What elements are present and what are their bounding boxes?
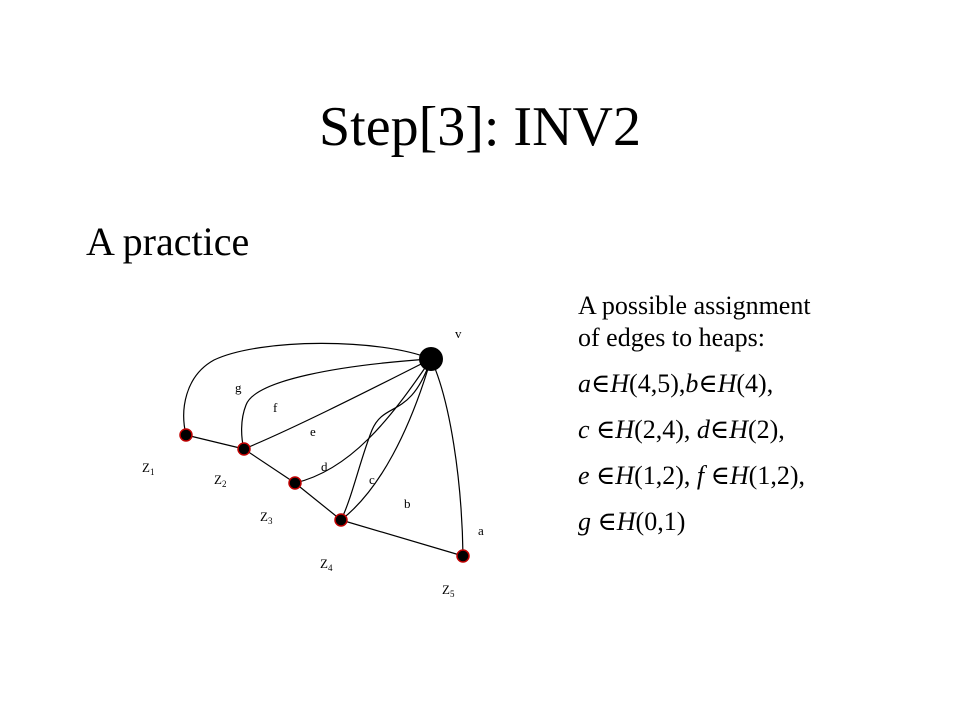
assignment-segment: e (578, 461, 590, 490)
edge-label-g: g (235, 380, 242, 395)
path-edge-z3-z4 (294, 482, 342, 521)
assignment-segment: H (717, 369, 737, 398)
path-edge-z1-z2 (185, 434, 245, 450)
node-label-z5: Z5 (442, 582, 455, 599)
assignment-line: g ∈H(0,1) (578, 506, 948, 538)
vertex-v (419, 347, 443, 371)
assignment-segment: g (578, 507, 591, 536)
assignment-segment: ∈ (698, 369, 718, 398)
node-label-z3: Z3 (260, 509, 273, 526)
assignment-segment: H (615, 415, 635, 444)
assignment-heading-1: A possible assignment (578, 291, 811, 320)
edge-label-a: a (478, 523, 484, 538)
assignment-text: A possible assignment of edges to heaps:… (578, 290, 948, 538)
assignment-segment: (2), (747, 415, 785, 444)
node-z2 (237, 442, 251, 456)
assignment-segment: ∈ (709, 415, 730, 444)
edge-f (241, 358, 432, 450)
assignment-segment: a (578, 369, 591, 398)
assignment-segment: ∈ (591, 507, 617, 536)
edge-g (183, 342, 432, 436)
edge-a (430, 358, 464, 557)
node-z1 (179, 428, 193, 442)
assignment-segment: ∈ (704, 461, 730, 490)
node-label-z1: Z1 (142, 460, 154, 477)
node-label-z2: Z2 (214, 472, 226, 489)
node-z3 (288, 476, 302, 490)
assignment-segment: ∈ (589, 461, 616, 490)
edge-label-e: e (310, 424, 316, 439)
path-edge-z2-z3 (243, 448, 296, 484)
assignment-segment: c (578, 415, 590, 444)
assignment-segment: b (685, 369, 699, 398)
assignment-segment: (4), (736, 369, 774, 398)
slide-title: Step[3]: INV2 (319, 96, 641, 158)
assignment-segment: (4,5), (629, 369, 686, 398)
path-edge-z4-z5 (340, 519, 464, 557)
assignment-segment: H (615, 461, 635, 490)
node-z4 (334, 513, 348, 527)
edge-label-b: b (404, 496, 411, 511)
node-z5 (456, 549, 470, 563)
assignment-line: a∈H(4,5),b∈H(4), (578, 368, 948, 400)
edge-c (340, 358, 432, 521)
edge-label-d: d (321, 459, 328, 474)
assignment-segment: (2,4), (634, 415, 697, 444)
assignment-segment: (1,2), (748, 461, 805, 490)
assignment-segment: d (696, 415, 710, 444)
vertex-label: v (455, 326, 462, 341)
edges (183, 342, 464, 557)
assignment-segment: ∈ (589, 415, 616, 444)
assignment-heading-2: of edges to heaps: (578, 323, 766, 352)
edge-label-c: c (369, 472, 375, 487)
assignment-line: c ∈H(2,4), d∈H(2), (578, 414, 948, 446)
assignment-segment: f (696, 461, 705, 490)
assignment-line: e ∈H(1,2), f ∈H(1,2), (578, 460, 948, 492)
edge-d (294, 358, 432, 484)
assignment-segment: H (729, 415, 748, 444)
edge-e (243, 358, 432, 450)
assignment-segment: H (610, 369, 630, 398)
slide-subtitle: A practice (86, 219, 250, 264)
assignment-segment: (1,2), (634, 461, 697, 490)
assignment-segment: H (729, 461, 749, 490)
assignment-segment: ∈ (591, 369, 611, 398)
node-label-z4: Z4 (320, 556, 333, 573)
assignment-segment: H (616, 507, 636, 536)
edge-label-f: f (273, 400, 278, 415)
edge-b (340, 358, 432, 521)
assignment-segment: (0,1) (635, 507, 686, 536)
